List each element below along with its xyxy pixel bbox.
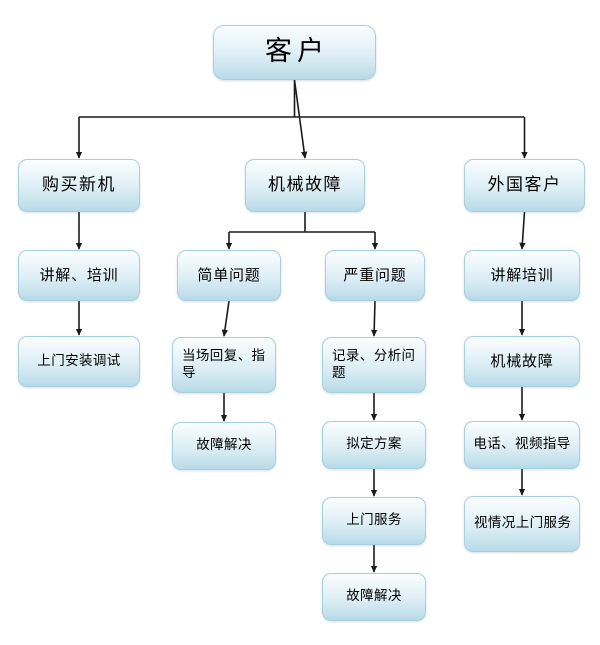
node-label: 拟定方案 — [346, 436, 402, 453]
node-l1_buy[interactable]: 购买新机 — [18, 159, 140, 212]
node-c_onsite[interactable]: 上门服务 — [322, 497, 426, 545]
node-label: 简单问题 — [197, 265, 261, 284]
node-label: 购买新机 — [42, 174, 116, 195]
node-label: 严重问题 — [343, 265, 407, 284]
node-c_plan[interactable]: 拟定方案 — [322, 421, 426, 469]
node-b_reply[interactable]: 当场回复、指导 — [172, 337, 276, 393]
node-label: 视情况上门服务 — [474, 515, 572, 532]
node-label: 上门服务 — [346, 512, 402, 529]
node-label: 外国客户 — [487, 174, 562, 195]
node-label: 上门安装调试 — [37, 352, 121, 369]
node-label: 机械故障 — [268, 174, 342, 195]
node-label: 讲解培训 — [490, 265, 554, 284]
connector-b_simple-to-b_reply — [221, 300, 230, 337]
node-label: 故障解决 — [346, 588, 402, 605]
node-l1_fault[interactable]: 机械故障 — [245, 159, 365, 212]
node-d_fault[interactable]: 机械故障 — [464, 336, 580, 387]
node-label: 讲解、培训 — [39, 265, 119, 284]
node-label: 记录、分析问题 — [332, 347, 416, 381]
node-b_solved[interactable]: 故障解决 — [172, 422, 276, 470]
node-c_record[interactable]: 记录、分析问题 — [322, 337, 426, 393]
node-l1_foreign[interactable]: 外国客户 — [464, 159, 585, 212]
node-a_install[interactable]: 上门安装调试 — [18, 336, 140, 387]
node-c_solved[interactable]: 故障解决 — [322, 573, 426, 621]
connector-root-to-l1_fault — [293, 79, 308, 159]
node-label: 当场回复、指导 — [182, 347, 266, 381]
connector-lines — [75, 79, 528, 573]
node-label: 故障解决 — [196, 437, 252, 454]
node-d_visit[interactable]: 视情况上门服务 — [464, 496, 580, 552]
connector-l1_foreign-to-d_train — [519, 211, 526, 250]
connector-c_severe-to-c_record — [370, 300, 378, 337]
node-label: 电话、视频指导 — [473, 436, 571, 453]
node-d_guide[interactable]: 电话、视频指导 — [464, 421, 580, 469]
node-label: 机械故障 — [490, 351, 554, 370]
node-label: 客户 — [265, 36, 329, 68]
node-a_train[interactable]: 讲解、培训 — [18, 250, 140, 301]
node-c_severe[interactable]: 严重问题 — [325, 250, 425, 301]
node-b_simple[interactable]: 简单问题 — [177, 250, 281, 301]
node-root[interactable]: 客户 — [213, 25, 376, 80]
node-d_train[interactable]: 讲解培训 — [464, 250, 580, 301]
